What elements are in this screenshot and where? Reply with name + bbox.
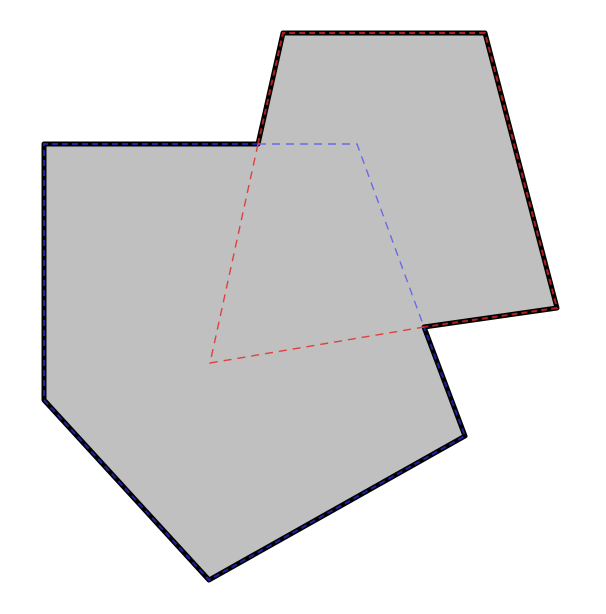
union-fill (44, 33, 557, 580)
quad-outer-dashed-edge (257, 32, 559, 328)
pentagon-hidden-dashed-edge (258, 143, 425, 328)
pentagon-outer-dashed-edge (43, 143, 467, 582)
quad-hidden-dashed-edge (209, 143, 425, 364)
